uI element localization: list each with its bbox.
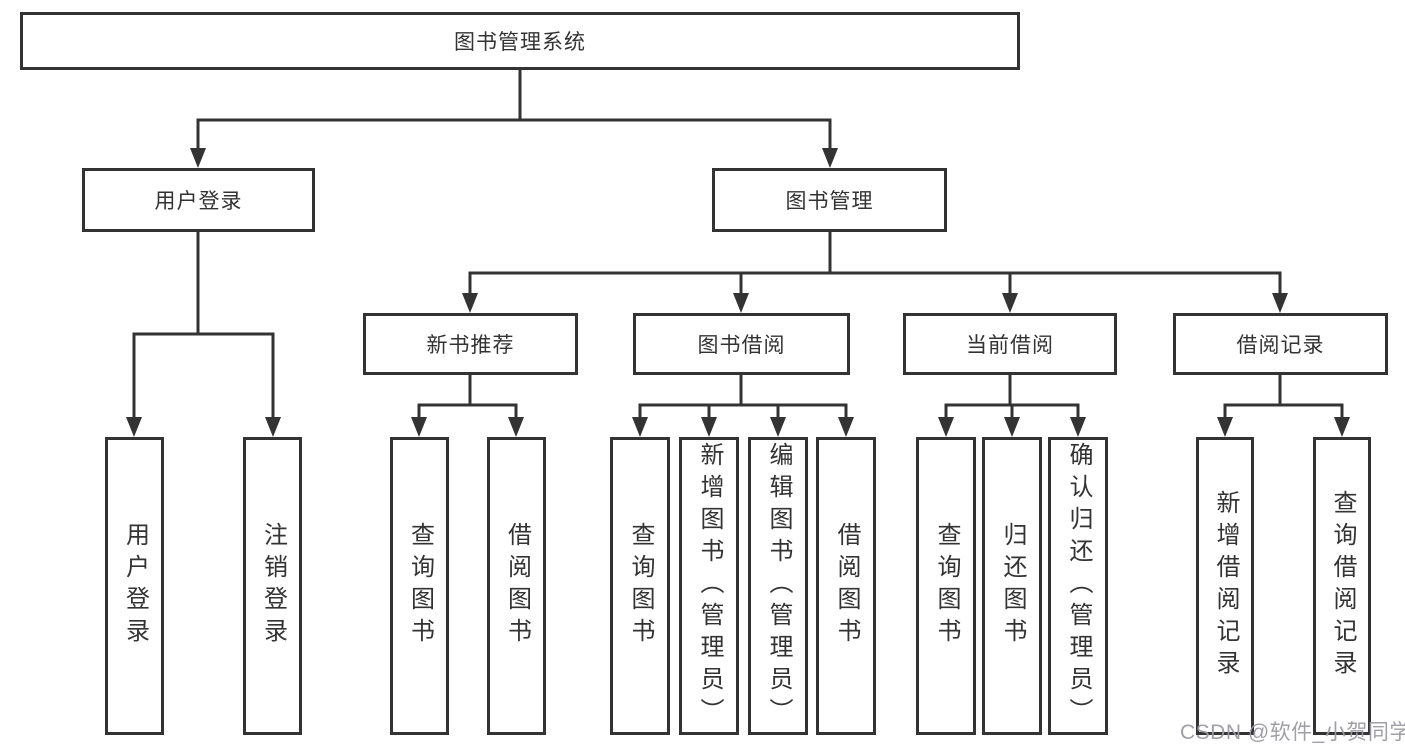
node-current-borrow: 当前借阅 (903, 313, 1117, 375)
leaf-label: 新增图书（管理员） (696, 442, 723, 730)
leaf-label: 注销登录 (259, 522, 287, 650)
node-root-system: 图书管理系统 (20, 12, 1020, 70)
csdn-watermark: CSDN @软件_小贺同学 (1180, 721, 1405, 744)
node-label: 新书推荐 (426, 334, 515, 357)
leaf-label: 编辑图书（管理员） (765, 442, 792, 730)
node-borrow-records: 借阅记录 (1173, 313, 1388, 375)
node-label: 当前借阅 (966, 334, 1054, 357)
leaf-borrow-books: 借阅图书 (816, 437, 876, 735)
node-user-login: 用户登录 (82, 168, 315, 232)
leaf-logout: 注销登录 (243, 437, 302, 735)
leaf-edit-books-admin: 编辑图书（管理员） (748, 437, 808, 735)
leaf-user-login: 用户登录 (105, 437, 164, 735)
node-new-book-recommend: 新书推荐 (363, 313, 578, 375)
leaf-label: 归还图书 (999, 522, 1026, 650)
leaf-query-books-recommend: 查询图书 (390, 437, 449, 735)
node-label: 借阅记录 (1236, 334, 1325, 357)
node-label: 图书管理系统 (454, 31, 586, 54)
leaf-label: 查询图书 (406, 522, 434, 650)
node-label: 图书管理 (785, 190, 874, 213)
leaf-add-books-admin: 新增图书（管理员） (679, 437, 739, 735)
leaf-label: 查询借阅记录 (1329, 490, 1356, 682)
leaf-query-books-borrow: 查询图书 (610, 437, 670, 735)
leaf-label: 借阅图书 (503, 522, 531, 650)
node-book-borrow: 图书借阅 (633, 313, 850, 375)
leaf-borrow-books-recommend: 借阅图书 (487, 437, 546, 735)
leaf-query-books-current: 查询图书 (916, 437, 976, 735)
leaf-return-books: 归还图书 (982, 437, 1042, 735)
leaf-label: 查询图书 (933, 522, 960, 650)
node-label: 用户登录 (154, 190, 243, 213)
leaf-label: 用户登录 (121, 522, 149, 650)
leaf-label: 借阅图书 (833, 522, 860, 650)
node-book-management: 图书管理 (712, 168, 947, 232)
node-label: 图书借阅 (697, 334, 786, 357)
leaf-confirm-return-admin: 确认归还（管理员） (1048, 437, 1108, 735)
leaf-label: 确认归还（管理员） (1065, 442, 1092, 730)
leaf-label: 新增借阅记录 (1212, 490, 1239, 682)
leaf-add-borrow-record: 新增借阅记录 (1196, 437, 1254, 735)
leaf-query-borrow-record: 查询借阅记录 (1313, 437, 1371, 735)
leaf-label: 查询图书 (627, 522, 654, 650)
